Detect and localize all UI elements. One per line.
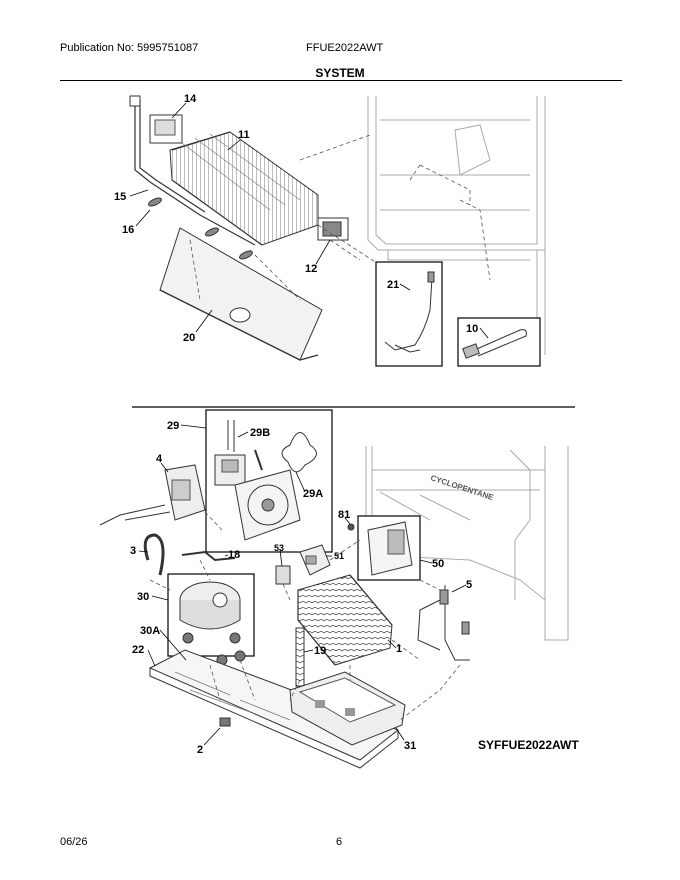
callout-20: 20	[183, 332, 195, 344]
callout-29: 29	[167, 420, 179, 432]
inset-box-part-10	[457, 317, 541, 367]
defrost-control-part-14	[129, 95, 183, 144]
callout-11: 11	[238, 129, 250, 141]
sensor-part-10	[462, 329, 527, 359]
lower-assembly-guide-lines	[149, 511, 461, 721]
condenser-part-1	[297, 574, 393, 666]
part-51	[299, 544, 331, 576]
callout-21: 21	[387, 279, 399, 291]
compressor-part-30	[179, 581, 241, 644]
condenser-fan-assembly-part-29	[214, 420, 317, 541]
publication-number: Publication No: 5995751087	[60, 42, 199, 54]
overload-cord-part-3	[143, 533, 165, 576]
callout-29a: 29A	[303, 488, 323, 500]
tube-part-18	[181, 550, 236, 562]
callout-15: 15	[114, 191, 126, 203]
compressor-relay-part-4	[99, 464, 206, 526]
callout-10: 10	[466, 323, 478, 335]
diagram-code: SYFFUE2022AWT	[478, 738, 579, 752]
footer-page-number: 6	[336, 836, 343, 848]
callout-3: 3	[130, 545, 136, 557]
fan-part-12	[317, 217, 349, 241]
callout-16: 16	[122, 224, 134, 236]
callout-22: 22	[132, 644, 144, 656]
callout-14: 14	[184, 93, 197, 105]
control-board-part-50	[367, 521, 413, 576]
callout-53: 53	[274, 543, 284, 553]
drain-tube-part-19	[295, 627, 305, 687]
callout-4: 4	[156, 453, 163, 465]
callout-29b: 29B	[250, 427, 270, 439]
header-rule	[60, 80, 622, 81]
callout-30a: 30A	[140, 625, 160, 637]
callout-2: 2	[197, 744, 203, 756]
cabinet-back-drawing	[365, 446, 569, 641]
model-number: FFUE2022AWT	[306, 42, 384, 54]
callout-81: 81	[338, 509, 350, 521]
section-title: SYSTEM	[315, 66, 365, 80]
callout-30: 30	[137, 591, 149, 603]
callout-50: 50	[432, 558, 444, 570]
callout-12: 12	[305, 263, 317, 275]
callout-51: 51	[334, 551, 344, 561]
callout-18: 18	[228, 549, 240, 561]
part-2	[219, 717, 231, 727]
freezer-cabinet-drawing	[367, 96, 546, 355]
callout-31: 31	[404, 740, 416, 752]
screw-part-81	[347, 523, 355, 531]
callout-19: 19	[314, 645, 326, 657]
assembly-guide-lines	[189, 134, 491, 301]
lower-callout-leaders	[138, 424, 467, 746]
tubing-part-15	[134, 100, 256, 246]
evaporator-part-11	[169, 131, 319, 246]
clip-part-16	[148, 197, 253, 260]
cabinet-cyclopentane-text: CYCLOPENTANE	[429, 473, 495, 502]
callout-1: 1	[396, 643, 402, 655]
drain-trough-part-20	[159, 227, 323, 361]
callout-5: 5	[466, 579, 472, 591]
wire-harness-part-5	[417, 585, 470, 661]
sensor-harness-part-21	[384, 271, 435, 353]
footer-date: 06/26	[60, 836, 88, 848]
drain-pan-part-31	[289, 671, 406, 746]
part-53	[275, 565, 291, 585]
upper-callout-leaders	[129, 102, 489, 339]
